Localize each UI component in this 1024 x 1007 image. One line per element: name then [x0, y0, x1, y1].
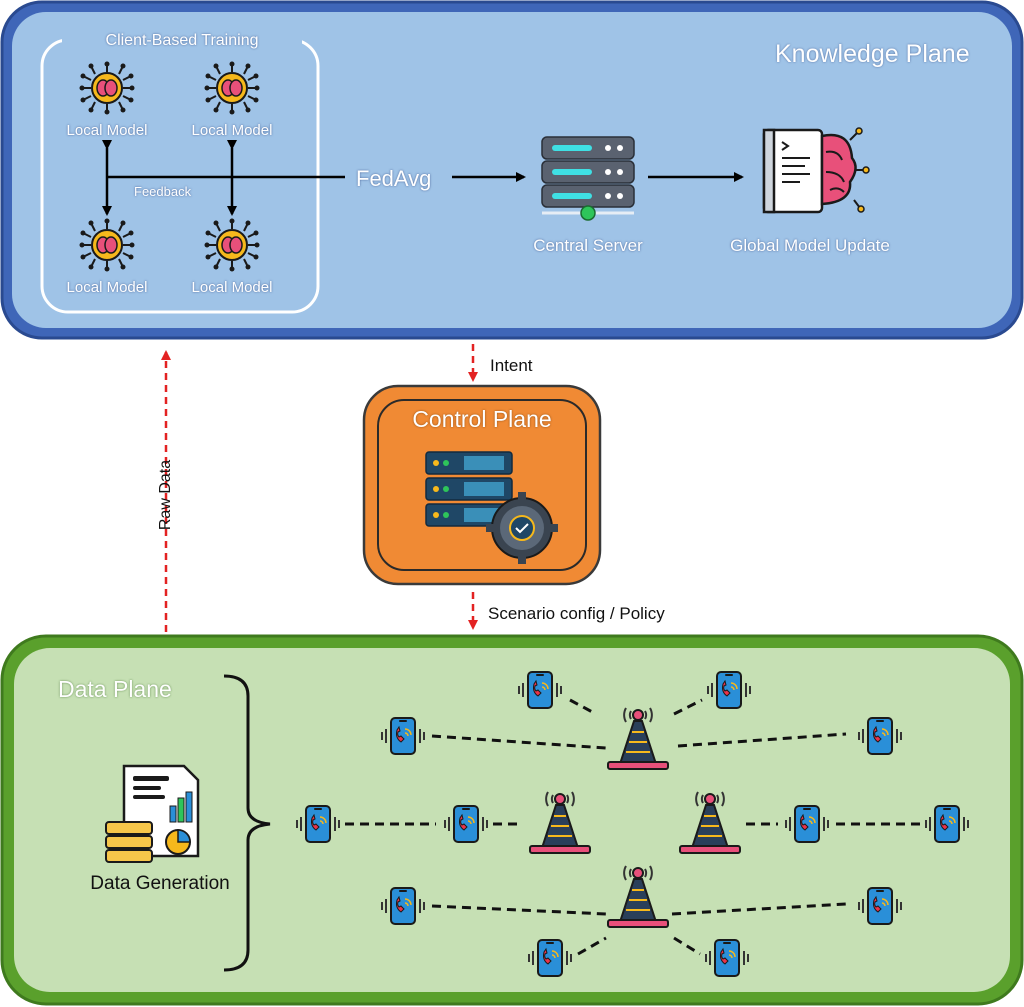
scenario-label: Scenario config / Policy	[488, 604, 665, 623]
network-links	[345, 698, 920, 956]
feedback-label: Feedback	[134, 184, 192, 199]
local-model-label-1: Local Model	[66, 122, 148, 139]
central-server-label: Central Server	[533, 236, 643, 255]
local-model-label-3: Local Model	[66, 279, 148, 296]
local-model-label-4: Local Model	[191, 279, 273, 296]
fedavg-label: FedAvg	[356, 166, 432, 191]
client-training-title: Client-Based Training	[62, 32, 302, 50]
global-model-label: Global Model Update	[730, 236, 890, 255]
control-server-icon	[425, 451, 558, 564]
data-plane-brace	[223, 674, 271, 972]
data-plane-title: Data Plane	[58, 676, 172, 702]
data-plane-inner	[14, 648, 1010, 992]
raw-data-label: Raw Data	[157, 459, 174, 531]
central-server-icon	[541, 136, 635, 221]
control-plane-title: Control Plane	[412, 406, 552, 432]
local-model-label-2: Local Model	[191, 122, 273, 139]
data-generation-icon	[105, 764, 200, 863]
intent-label: Intent	[490, 356, 533, 375]
data-generation-label: Data Generation	[90, 873, 230, 894]
control-plane-inner	[377, 399, 587, 571]
knowledge-plane-title: Knowledge Plane	[775, 40, 970, 68]
knowledge-plane-inner	[12, 12, 1012, 328]
global-model-icon	[762, 127, 870, 214]
